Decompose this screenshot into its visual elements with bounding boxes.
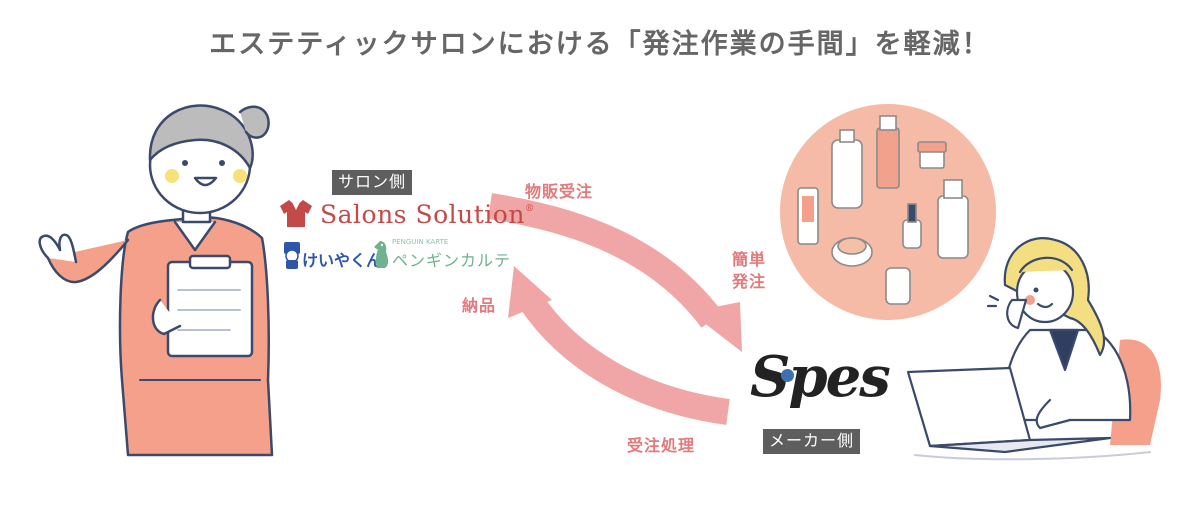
- salons-solution-mark: ®: [524, 204, 535, 214]
- flow-label-delivery: 納品: [462, 296, 497, 315]
- flow-label-order-processing: 受注処理: [627, 436, 696, 455]
- spes-logo-mark: ®: [865, 370, 874, 380]
- spes-logo: Spes: [750, 344, 891, 410]
- keiyaku-logo-text: けいやくん: [302, 251, 383, 270]
- salons-solution-logo: Salons Solution®: [320, 200, 534, 229]
- delivery-arrow: [508, 266, 730, 425]
- spes-logo-dot-icon: [781, 369, 794, 382]
- salon-staff-illustration: [38, 104, 274, 457]
- maker-side-tag: メーカー側: [763, 429, 861, 454]
- flow-label-easy-line2: 発注: [731, 272, 766, 291]
- flow-label-order: 物販受注: [525, 182, 594, 201]
- order-arrow: [487, 193, 742, 352]
- keiyaku-mascot-icon: [284, 242, 300, 269]
- penguin-karte-logo-text: ペンギンカルテ: [392, 251, 512, 270]
- product-circle-illustration: [780, 104, 996, 320]
- maker-staff-illustration: [906, 237, 1161, 461]
- penguin-icon: [374, 241, 389, 268]
- flow-label-easy-line1: 簡単: [731, 250, 766, 269]
- salons-solution-text: Salons Solution: [320, 200, 525, 229]
- salon-side-tag: サロン側: [332, 170, 413, 195]
- page-title: エステティックサロンにおける「発注作業の手間」を軽減！: [209, 29, 991, 60]
- penguin-karte-subtext: PENGUIN KARTE: [392, 238, 449, 246]
- flow-label-easy-order: 簡単 発注: [729, 249, 769, 293]
- shirt-icon: [280, 200, 312, 227]
